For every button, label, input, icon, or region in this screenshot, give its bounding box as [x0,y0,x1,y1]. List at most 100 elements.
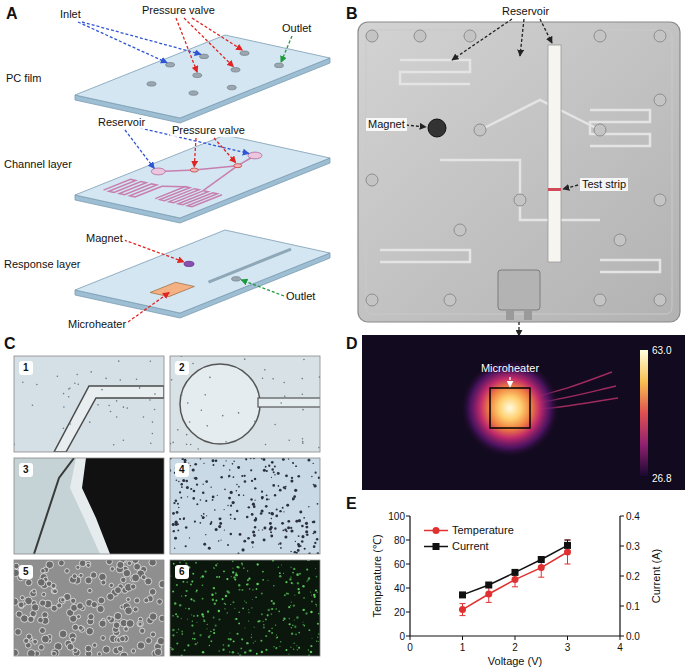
error-cap [460,603,466,604]
cell-ring [120,652,128,656]
fluorescent-dot [296,616,299,619]
fluorescent-dot [251,607,252,608]
cell-dot [218,540,220,542]
fluorescent-dot [215,624,217,626]
panel-letter: D [346,334,358,353]
particle [225,441,227,443]
particle [76,374,78,376]
leader-arrow [214,138,236,163]
cell-dot [305,530,308,533]
fluorescent-dot [202,585,204,587]
fluorescent-dot [238,584,240,586]
particle [288,439,290,441]
cell-ring [121,577,126,582]
part-label: Magnet [84,232,125,245]
part-label: Pressure valve [140,4,217,17]
cell-dot [263,526,266,529]
error-cap [538,577,544,578]
cell-ring [92,643,97,648]
fluorescent-dot [317,623,319,625]
fluorescent-dot [262,621,263,622]
cell-ring [67,643,74,650]
fluorescent-dot [284,594,286,596]
test-line [548,188,561,191]
particle [186,443,188,445]
fluorescent-dot [292,624,294,626]
cell-dot [203,543,206,546]
cell-dot [304,548,306,550]
fluorescent-dot [289,623,291,625]
cell-ring [103,646,110,653]
fluorescent-dot [240,647,242,649]
tick [406,636,410,637]
fluorescent-dot [213,617,215,619]
micrograph-frame [14,560,164,656]
particle [152,433,154,435]
particle [189,421,191,423]
fluorescent-dot [268,609,270,611]
layer-label: Channel layer [2,158,74,171]
tick [567,636,568,640]
callout-box: 4 [175,463,189,477]
cell-dot [203,513,205,515]
tick-label: 0.2 [626,570,640,583]
fluorescent-dot [235,618,237,620]
particle [201,409,203,411]
temperature-point [538,564,545,571]
fluorescent-dot [277,637,279,639]
cell-dot [233,460,235,462]
cell-ring [99,573,107,581]
cell-dot [294,489,297,492]
particle [110,411,112,413]
cell-dot [190,465,191,466]
cell-dot [227,544,229,546]
cell-ring [137,642,145,650]
cell-dot [253,534,256,537]
channel-wall [54,386,164,452]
cell-dot [172,523,175,526]
fluorescent-dot [316,640,317,641]
fluorescent-dot [195,591,197,593]
cell-ring [107,593,114,600]
cell-dot [251,513,254,516]
fluorescent-dot [273,585,274,586]
fluorescent-dot [303,624,304,625]
fluorescent-dot [262,571,264,573]
particle [264,369,266,371]
layer-plate [75,135,330,218]
fluorescent-dot [256,583,259,586]
fluorescent-dot [290,605,291,606]
particle [63,393,65,395]
cell-dot [175,521,178,524]
fluorescent-dot [199,634,201,636]
cell-dot [215,528,218,531]
cell-dot [234,518,236,520]
micrograph-ground [170,560,320,656]
fluorescent-dot [315,568,316,569]
cell-dot [228,475,230,477]
particle [150,360,152,362]
fluorescent-dot [248,577,250,579]
cell-dot [181,486,183,488]
cell-dot [211,521,213,523]
cell-dot [184,459,187,462]
cell-ring [134,563,141,570]
particle [97,404,99,406]
fluorescent-dot [242,564,243,565]
fluorescent-dot [271,600,273,602]
tick [620,636,621,640]
fluorescent-dot [194,638,196,640]
cell-dot [268,499,269,500]
fluorescent-dot [298,632,300,634]
fluorescent-dot [170,647,171,648]
cell-dot [299,511,302,514]
cell-dot [205,534,206,535]
cell-dot [252,503,255,506]
chip-channel [400,60,470,84]
particle [22,381,24,383]
fluorescent-dot [204,570,206,572]
particle [90,371,92,373]
particle [190,444,192,446]
fluorescent-dot [293,642,294,643]
callout-box: 6 [175,565,189,579]
